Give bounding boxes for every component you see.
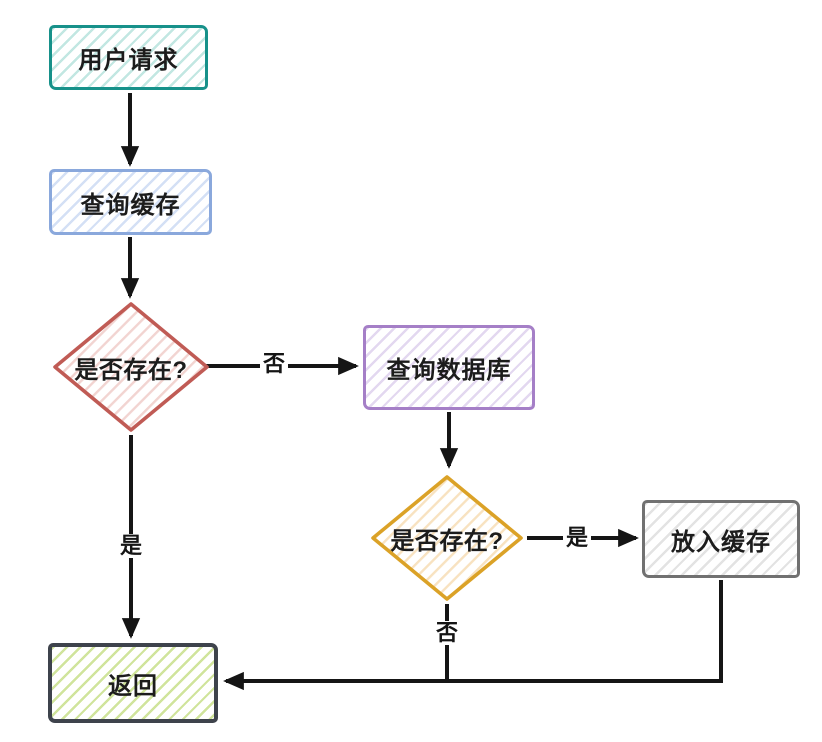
node-query-cache-label: 查询缓存 — [80, 191, 181, 219]
node-user-request-label: 用户请求 — [78, 47, 179, 74]
decision-db-exists-label: 是否存在? — [390, 527, 504, 555]
edge-label-yes-to-put-cache: 是 — [562, 526, 592, 550]
edge-label-no-to-query-db: 否 — [259, 352, 289, 376]
node-query-db: 查询数据库 — [363, 325, 535, 410]
node-put-cache: 放入缓存 — [642, 500, 800, 578]
edge-label-yes-to-return: 是 — [116, 534, 146, 558]
node-put-cache-label: 放入缓存 — [671, 528, 771, 556]
node-return-label: 返回 — [108, 672, 158, 700]
edge-label-no-to-return: 否 — [432, 621, 462, 645]
node-user-request: 用户请求 — [49, 25, 208, 90]
node-return: 返回 — [48, 643, 218, 723]
decision-cache-exists-label: 是否存在? — [74, 356, 188, 384]
decision-db-exists-shape — [371, 475, 523, 601]
decision-cache-exists-shape — [53, 302, 209, 432]
node-query-cache: 查询缓存 — [49, 169, 212, 235]
node-query-db-label: 查询数据库 — [386, 357, 512, 384]
arrow-put-cache-to-return — [223, 580, 723, 691]
